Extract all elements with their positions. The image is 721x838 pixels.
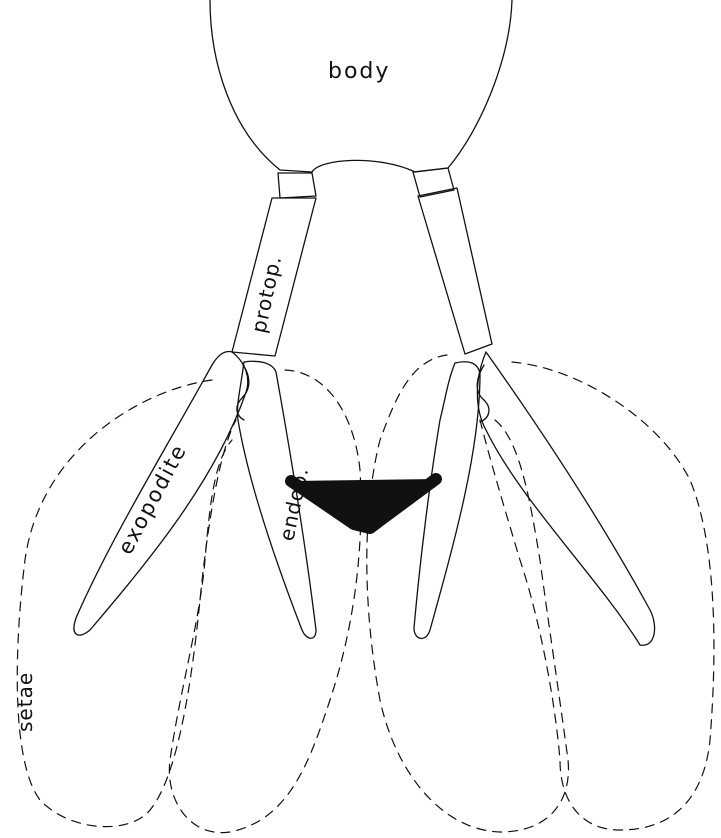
right-exopodite-joint: [477, 365, 489, 422]
right-endopodite: [414, 362, 480, 639]
body-outline: [210, 0, 512, 172]
setae-outline-right-outer: [480, 362, 714, 830]
setae-outlines: [17, 355, 714, 833]
label-body: body: [328, 59, 390, 84]
right-exopodite: [477, 352, 654, 645]
label-setae: setae: [13, 672, 37, 732]
label-endopodite: endop.: [274, 465, 313, 543]
setae-outline-left-outer: [17, 380, 236, 827]
label-exopodite: exopodite: [113, 440, 191, 559]
left-basal-segment: [278, 173, 316, 198]
setae-outline-left-inner: [169, 370, 361, 833]
label-protopodite: protop.: [246, 253, 286, 335]
coupling-bar: [291, 479, 436, 528]
right-protopodite: [418, 188, 492, 354]
